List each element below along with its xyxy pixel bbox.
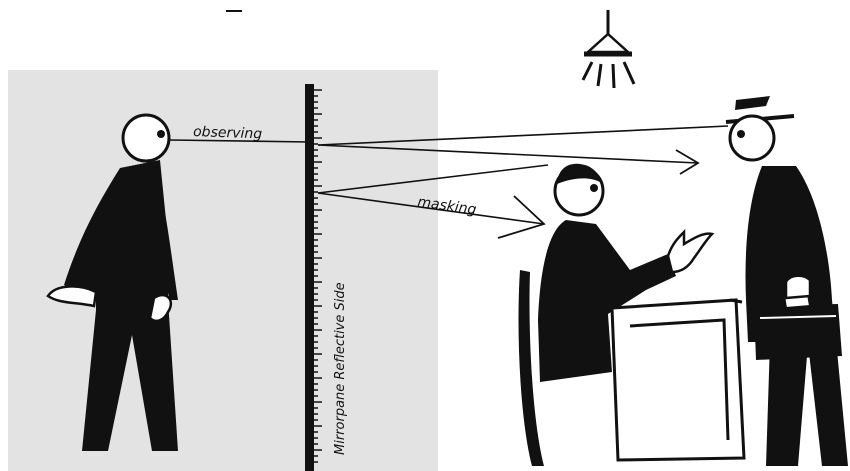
hat-man-figure <box>725 96 848 466</box>
observer-figure <box>46 113 178 451</box>
subject-figure <box>518 163 715 466</box>
observing-sightline <box>169 125 729 175</box>
lamp-icon <box>581 10 636 89</box>
desk <box>610 298 746 462</box>
mirrorpane <box>305 84 322 471</box>
mirror-label: Mirrorpane Reflective Side <box>333 282 348 455</box>
masking-sightline <box>317 164 549 239</box>
observing-label: observing <box>193 124 263 142</box>
